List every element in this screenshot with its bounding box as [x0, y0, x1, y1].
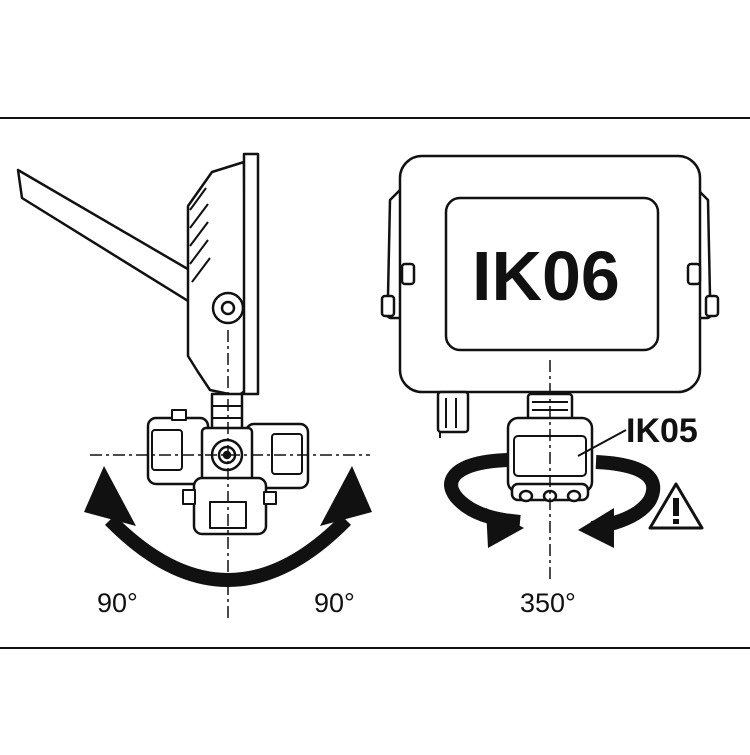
- tilt-left-label: 90°: [97, 588, 138, 618]
- sensor-leader-line: [577, 429, 627, 457]
- floodlight-body: [186, 160, 248, 398]
- rotation-arrowhead-left: [486, 508, 524, 548]
- sensor-rating-label: IK05: [626, 412, 698, 450]
- rotation-label: 350°: [520, 588, 576, 618]
- sensor-stem: [210, 392, 244, 432]
- arm-pivot-bolt: [220, 300, 236, 316]
- front-rating-label: IK06: [472, 237, 620, 315]
- rotation-arrow: [444, 453, 661, 548]
- tilt-arrowhead-right: [320, 466, 372, 526]
- warning-triangle-icon: [648, 482, 704, 530]
- front-view-floodlight: [380, 154, 720, 438]
- tilt-arrowhead-left: [84, 466, 136, 526]
- rotation-arrowhead-right: [578, 508, 614, 548]
- cable-gland: [436, 390, 470, 434]
- side-view-sensor: [146, 409, 310, 536]
- tilt-right-label: 90°: [314, 588, 355, 618]
- side-view-floodlight: [16, 152, 260, 432]
- tilt-arc-arrow: [84, 466, 372, 587]
- side-view-axes: [90, 330, 370, 620]
- floodlight-front-plate: [242, 152, 260, 396]
- lens-window: [444, 196, 660, 352]
- cooling-fins: [189, 187, 211, 283]
